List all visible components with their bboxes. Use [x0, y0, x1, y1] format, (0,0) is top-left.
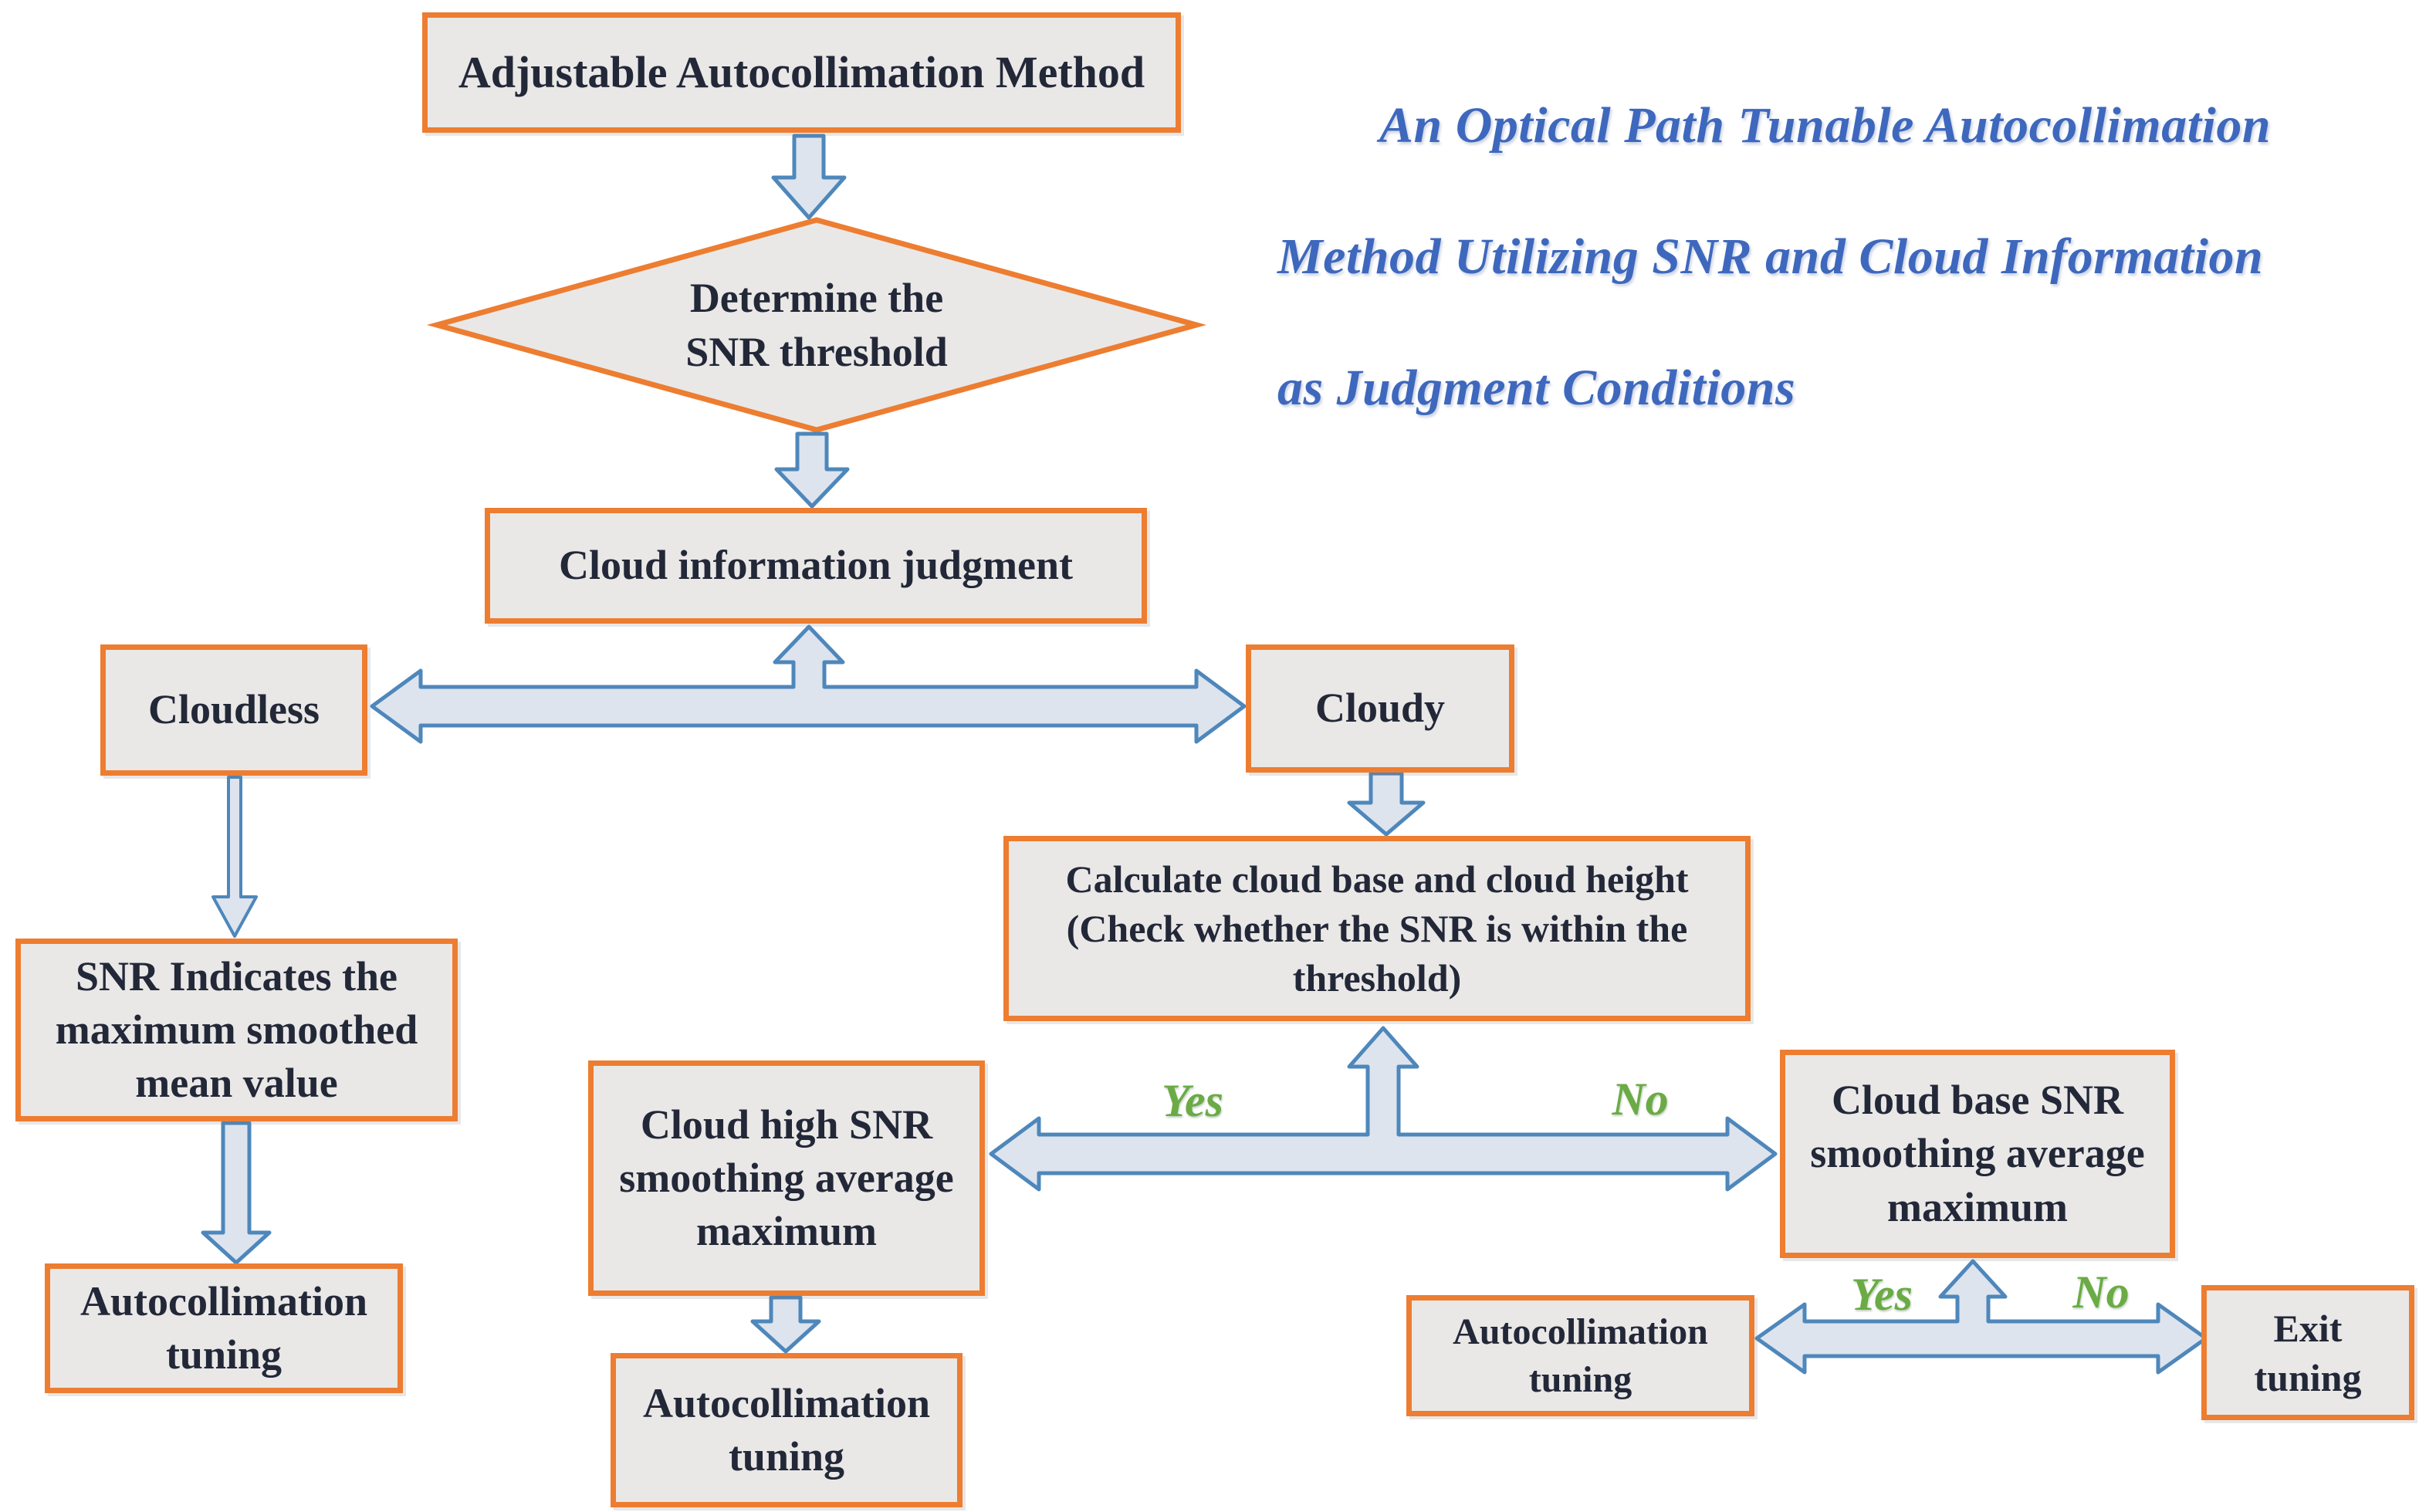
arrow-cloud-high-to-tuning-icon [750, 1295, 821, 1354]
label-yes-right: Yes [1851, 1269, 1913, 1320]
arrow-yes-no-branch-right-icon [1754, 1259, 2208, 1375]
node-cloudless-label: Cloudless [147, 686, 320, 733]
decision-diamond-shape [426, 217, 1207, 433]
arrow-cloudless-to-snr-max-icon [211, 776, 258, 938]
node-cloudy-label: Cloudy [1314, 685, 1446, 732]
node-cloud-high: Cloud high SNR smoothing average maximum [588, 1060, 985, 1296]
node-start-label: Adjustable Autocollimation Method [458, 46, 1145, 97]
node-calculate: Calculate cloud base and cloud height (C… [1003, 836, 1751, 1021]
label-yes-center: Yes [1162, 1075, 1223, 1126]
node-tuning-mid: Autocollimation tuning [611, 1353, 963, 1507]
node-snr-max: SNR Indicates the maximum smoothed mean … [15, 939, 458, 1121]
arrow-cloudy-to-calculate-icon [1347, 771, 1426, 837]
node-decision-label: Determine the SNR threshold [685, 274, 948, 375]
node-snr-max-label: SNR Indicates the maximum smoothed mean … [55, 952, 418, 1107]
arrow-decision-to-cloud-judgment-icon [774, 431, 850, 509]
node-cloudless: Cloudless [100, 644, 367, 776]
node-tuning-mid-label: Autocollimation tuning [643, 1379, 930, 1480]
arrow-branch-cloudless-cloudy-icon [370, 624, 1247, 744]
node-exit: Exit tuning [2201, 1285, 2414, 1420]
label-no-right: No [2072, 1267, 2130, 1318]
node-cloud-judgment-label: Cloud information judgment [558, 542, 1074, 589]
node-tuning-left: Autocollimation tuning [45, 1263, 403, 1393]
figure-title: An Optical Path Tunable Autocollimation … [1277, 97, 2272, 416]
node-tuning-left-label: Autocollimation tuning [80, 1277, 367, 1378]
node-cloud-base: Cloud base SNR smoothing average maximum [1780, 1050, 2175, 1258]
label-no-center: No [1612, 1074, 1669, 1125]
node-cloud-base-label: Cloud base SNR smoothing average maximum [1810, 1077, 2145, 1230]
node-cloud-judgment: Cloud information judgment [485, 508, 1147, 624]
node-tuning-right: Autocollimation tuning [1406, 1295, 1754, 1416]
node-tuning-right-label: Autocollimation tuning [1453, 1311, 1708, 1400]
node-calculate-label: Calculate cloud base and cloud height (C… [1065, 857, 1689, 1000]
node-cloud-high-label: Cloud high SNR smoothing average maximum [619, 1101, 954, 1255]
arrow-start-to-decision-icon [771, 134, 847, 220]
node-cloudy: Cloudy [1246, 644, 1514, 773]
arrow-yes-no-branch-center-icon [989, 1026, 1778, 1192]
node-start: Adjustable Autocollimation Method [422, 12, 1181, 133]
arrow-snr-max-to-tuning-icon [201, 1121, 272, 1265]
node-exit-label: Exit tuning [2254, 1306, 2362, 1399]
